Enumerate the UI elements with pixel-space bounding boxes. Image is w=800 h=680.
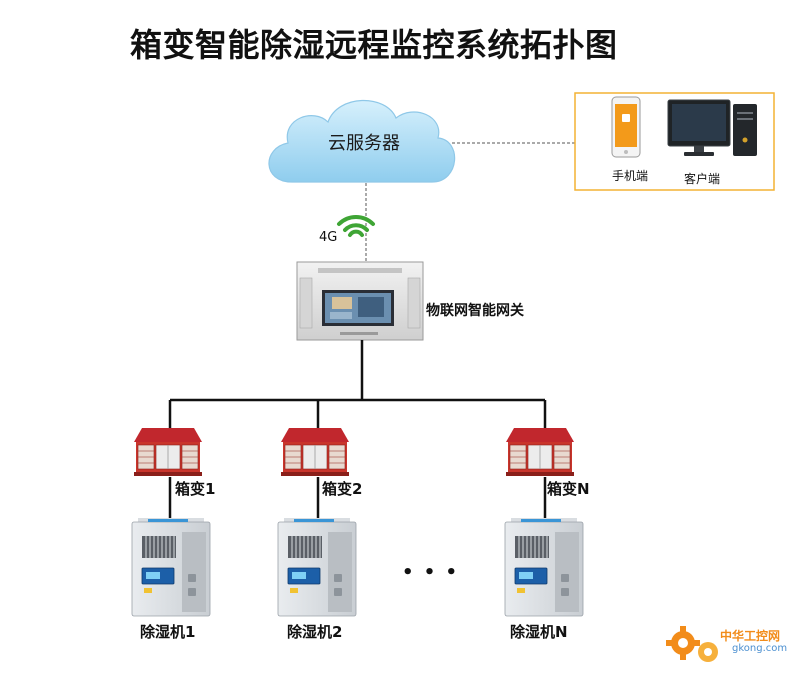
dehumidifier-n-icon bbox=[504, 517, 584, 617]
desktop-client-label: 客户端 bbox=[684, 172, 721, 186]
network-bus bbox=[168, 340, 547, 518]
watermark-domain: gkong.com bbox=[732, 643, 788, 654]
substation-2-icon bbox=[280, 427, 350, 477]
dehumidifier-1-label: 除湿机1 bbox=[140, 623, 196, 641]
substation-n-icon bbox=[505, 427, 575, 477]
dehumidifier-n-label: 除湿机N bbox=[510, 623, 568, 641]
gateway-label: 物联网智能网关 bbox=[426, 303, 524, 319]
mobile-phone-icon bbox=[611, 96, 641, 158]
iot-gateway-icon bbox=[296, 261, 424, 341]
substation-1-label: 箱变1 bbox=[175, 480, 216, 498]
desktop-computer-icon bbox=[667, 99, 757, 156]
dehumidifier-2-label: 除湿机2 bbox=[287, 623, 343, 641]
cloud-server-label: 云服务器 bbox=[328, 133, 400, 154]
substation-n-label: 箱变N bbox=[547, 480, 590, 498]
substation-2-label: 箱变2 bbox=[322, 480, 363, 498]
network-4g-label: 4G bbox=[319, 230, 338, 245]
ellipsis-indicator: • • • bbox=[402, 562, 460, 583]
cloud-server-icon bbox=[268, 99, 456, 183]
dehumidifier-2-icon bbox=[277, 517, 357, 617]
watermark-name: 中华工控网 bbox=[720, 629, 781, 643]
substation-1-icon bbox=[133, 427, 203, 477]
mobile-client-label: 手机端 bbox=[612, 169, 649, 183]
wifi-signal-icon bbox=[337, 214, 375, 237]
page-title: 箱变智能除湿远程监控系统拓扑图 bbox=[130, 26, 618, 64]
dehumidifier-1-icon bbox=[131, 517, 211, 617]
watermark-gear-icon bbox=[666, 626, 718, 662]
